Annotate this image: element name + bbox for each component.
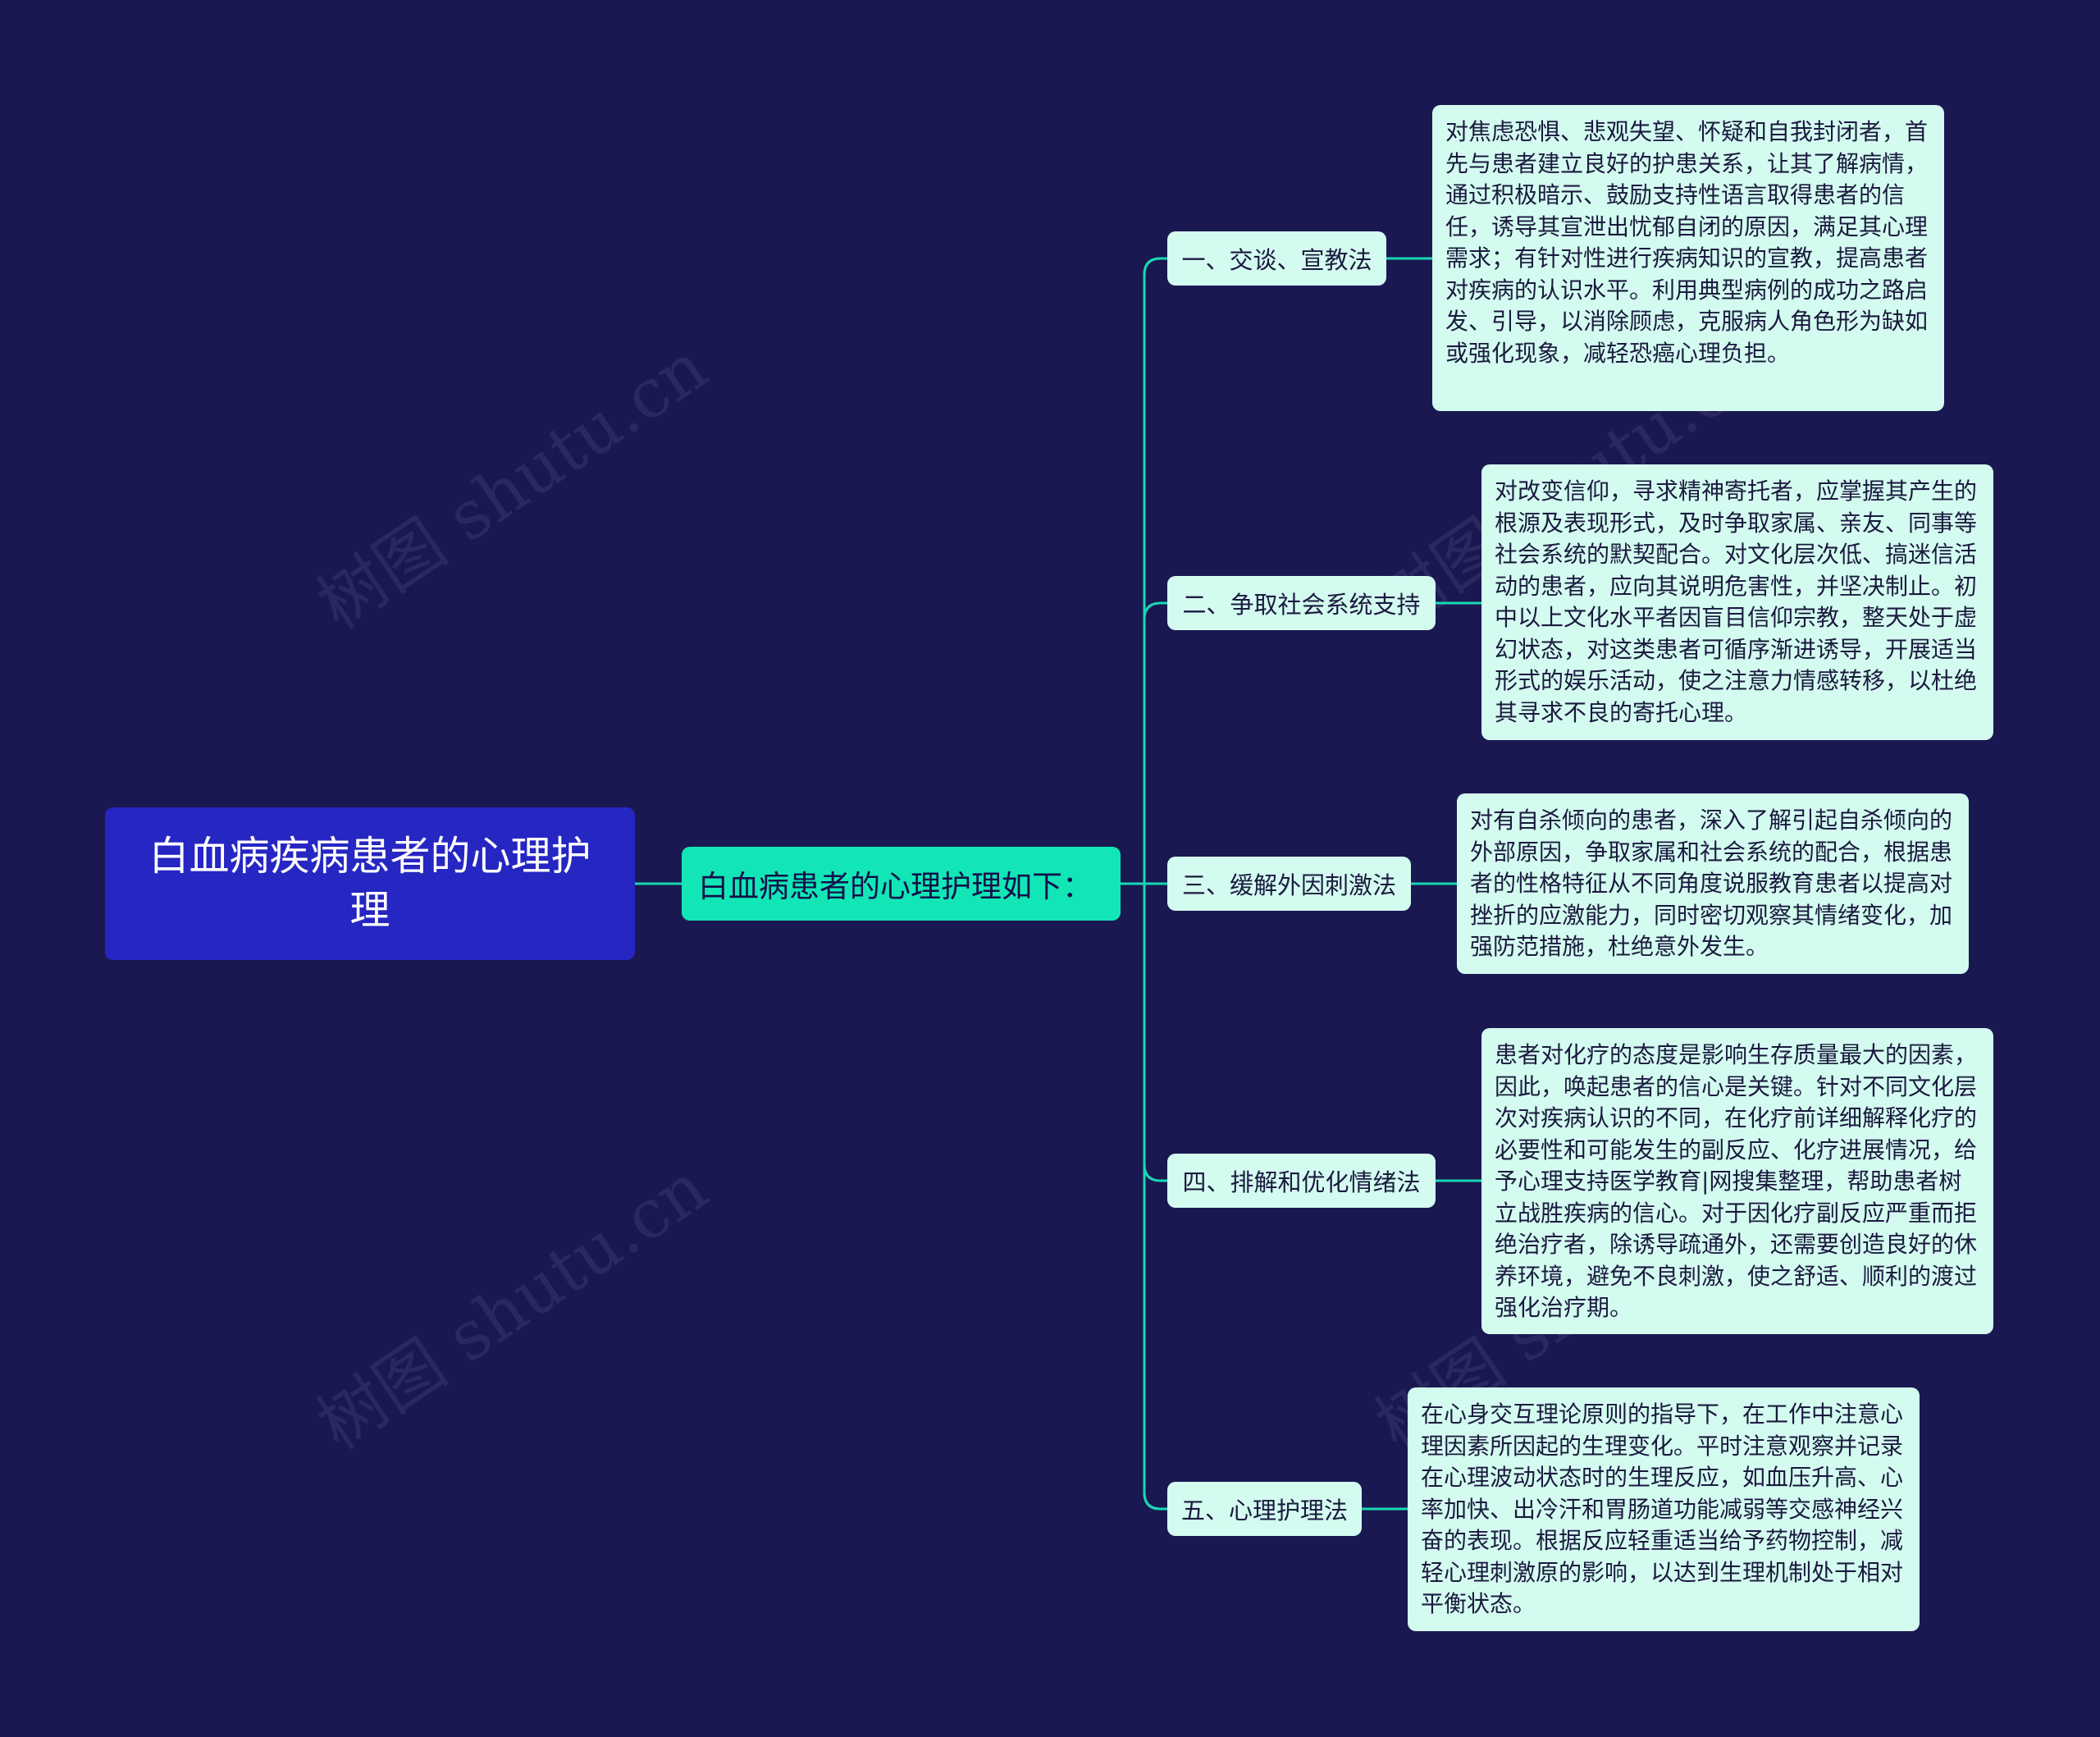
detail-note-2[interactable]: 对改变信仰，寻求精神寄托者，应掌握其产生的根源及表现形式，及时争取家属、亲友、同…	[1481, 464, 1993, 740]
connector-to-branch-1	[1143, 257, 1167, 276]
detail-note-text: 在心身交互理论原则的指导下，在工作中注意心理因素所因起的生理变化。平时注意观察并…	[1421, 1401, 1904, 1617]
connector-to-branch-4	[1143, 1163, 1167, 1182]
detail-note-1[interactable]: 对焦虑恐惧、悲观失望、怀疑和自我封闭者，首先与患者建立良好的护患关系，让其了解病…	[1432, 105, 1944, 411]
branch-topic-label: 三、缓解外因刺激法	[1181, 871, 1396, 899]
connector-to-branch-2	[1143, 601, 1167, 620]
detail-note-text: 对有自杀倾向的患者，深入了解引起自杀倾向的外部原因，争取家属和社会系统的配合，根…	[1470, 807, 1953, 960]
branch-topic-label: 二、争取社会系统支持	[1182, 591, 1421, 619]
branch-topic-5[interactable]: 五、心理护理法	[1167, 1482, 1362, 1536]
detail-note-4[interactable]: 患者对化疗的态度是影响生存质量最大的因素，因此，唤起患者的信心是关键。针对不同文…	[1481, 1028, 1993, 1334]
branch-topic-3[interactable]: 三、缓解外因刺激法	[1167, 857, 1411, 911]
root-topic[interactable]: 白血病疾病患者的心理护理	[105, 807, 635, 960]
branch-topic-4[interactable]: 四、排解和优化情绪法	[1167, 1154, 1436, 1208]
main-topic[interactable]: 白血病患者的心理护理如下：	[682, 847, 1121, 921]
branch-topic-label: 四、排解和优化情绪法	[1182, 1168, 1421, 1196]
connector-to-branch-5	[1143, 1492, 1167, 1511]
branch-topic-2[interactable]: 二、争取社会系统支持	[1167, 576, 1436, 630]
main-topic-text: 白血病患者的心理护理如下：	[698, 869, 1093, 904]
branch-topic-1[interactable]: 一、交谈、宣教法	[1167, 231, 1386, 286]
detail-note-text: 对焦虑恐惧、悲观失望、怀疑和自我封闭者，首先与患者建立良好的护患关系，让其了解病…	[1445, 118, 1929, 367]
branch-topic-label: 五、心理护理法	[1180, 1497, 1348, 1524]
detail-note-5[interactable]: 在心身交互理论原则的指导下，在工作中注意心理因素所因起的生理变化。平时注意观察并…	[1408, 1387, 1920, 1631]
detail-note-text: 患者对化疗的态度是影响生存质量最大的因素，因此，唤起患者的信心是关键。针对不同文…	[1495, 1041, 1978, 1321]
detail-note-3[interactable]: 对有自杀倾向的患者，深入了解引起自杀倾向的外部原因，争取家属和社会系统的配合，根…	[1457, 793, 1969, 974]
detail-note-text: 对改变信仰，寻求精神寄托者，应掌握其产生的根源及表现形式，及时争取家属、亲友、同…	[1495, 478, 1978, 726]
branch-topic-label: 一、交谈、宣教法	[1181, 246, 1372, 274]
root-topic-text: 白血病疾病患者的心理护理	[148, 833, 591, 934]
